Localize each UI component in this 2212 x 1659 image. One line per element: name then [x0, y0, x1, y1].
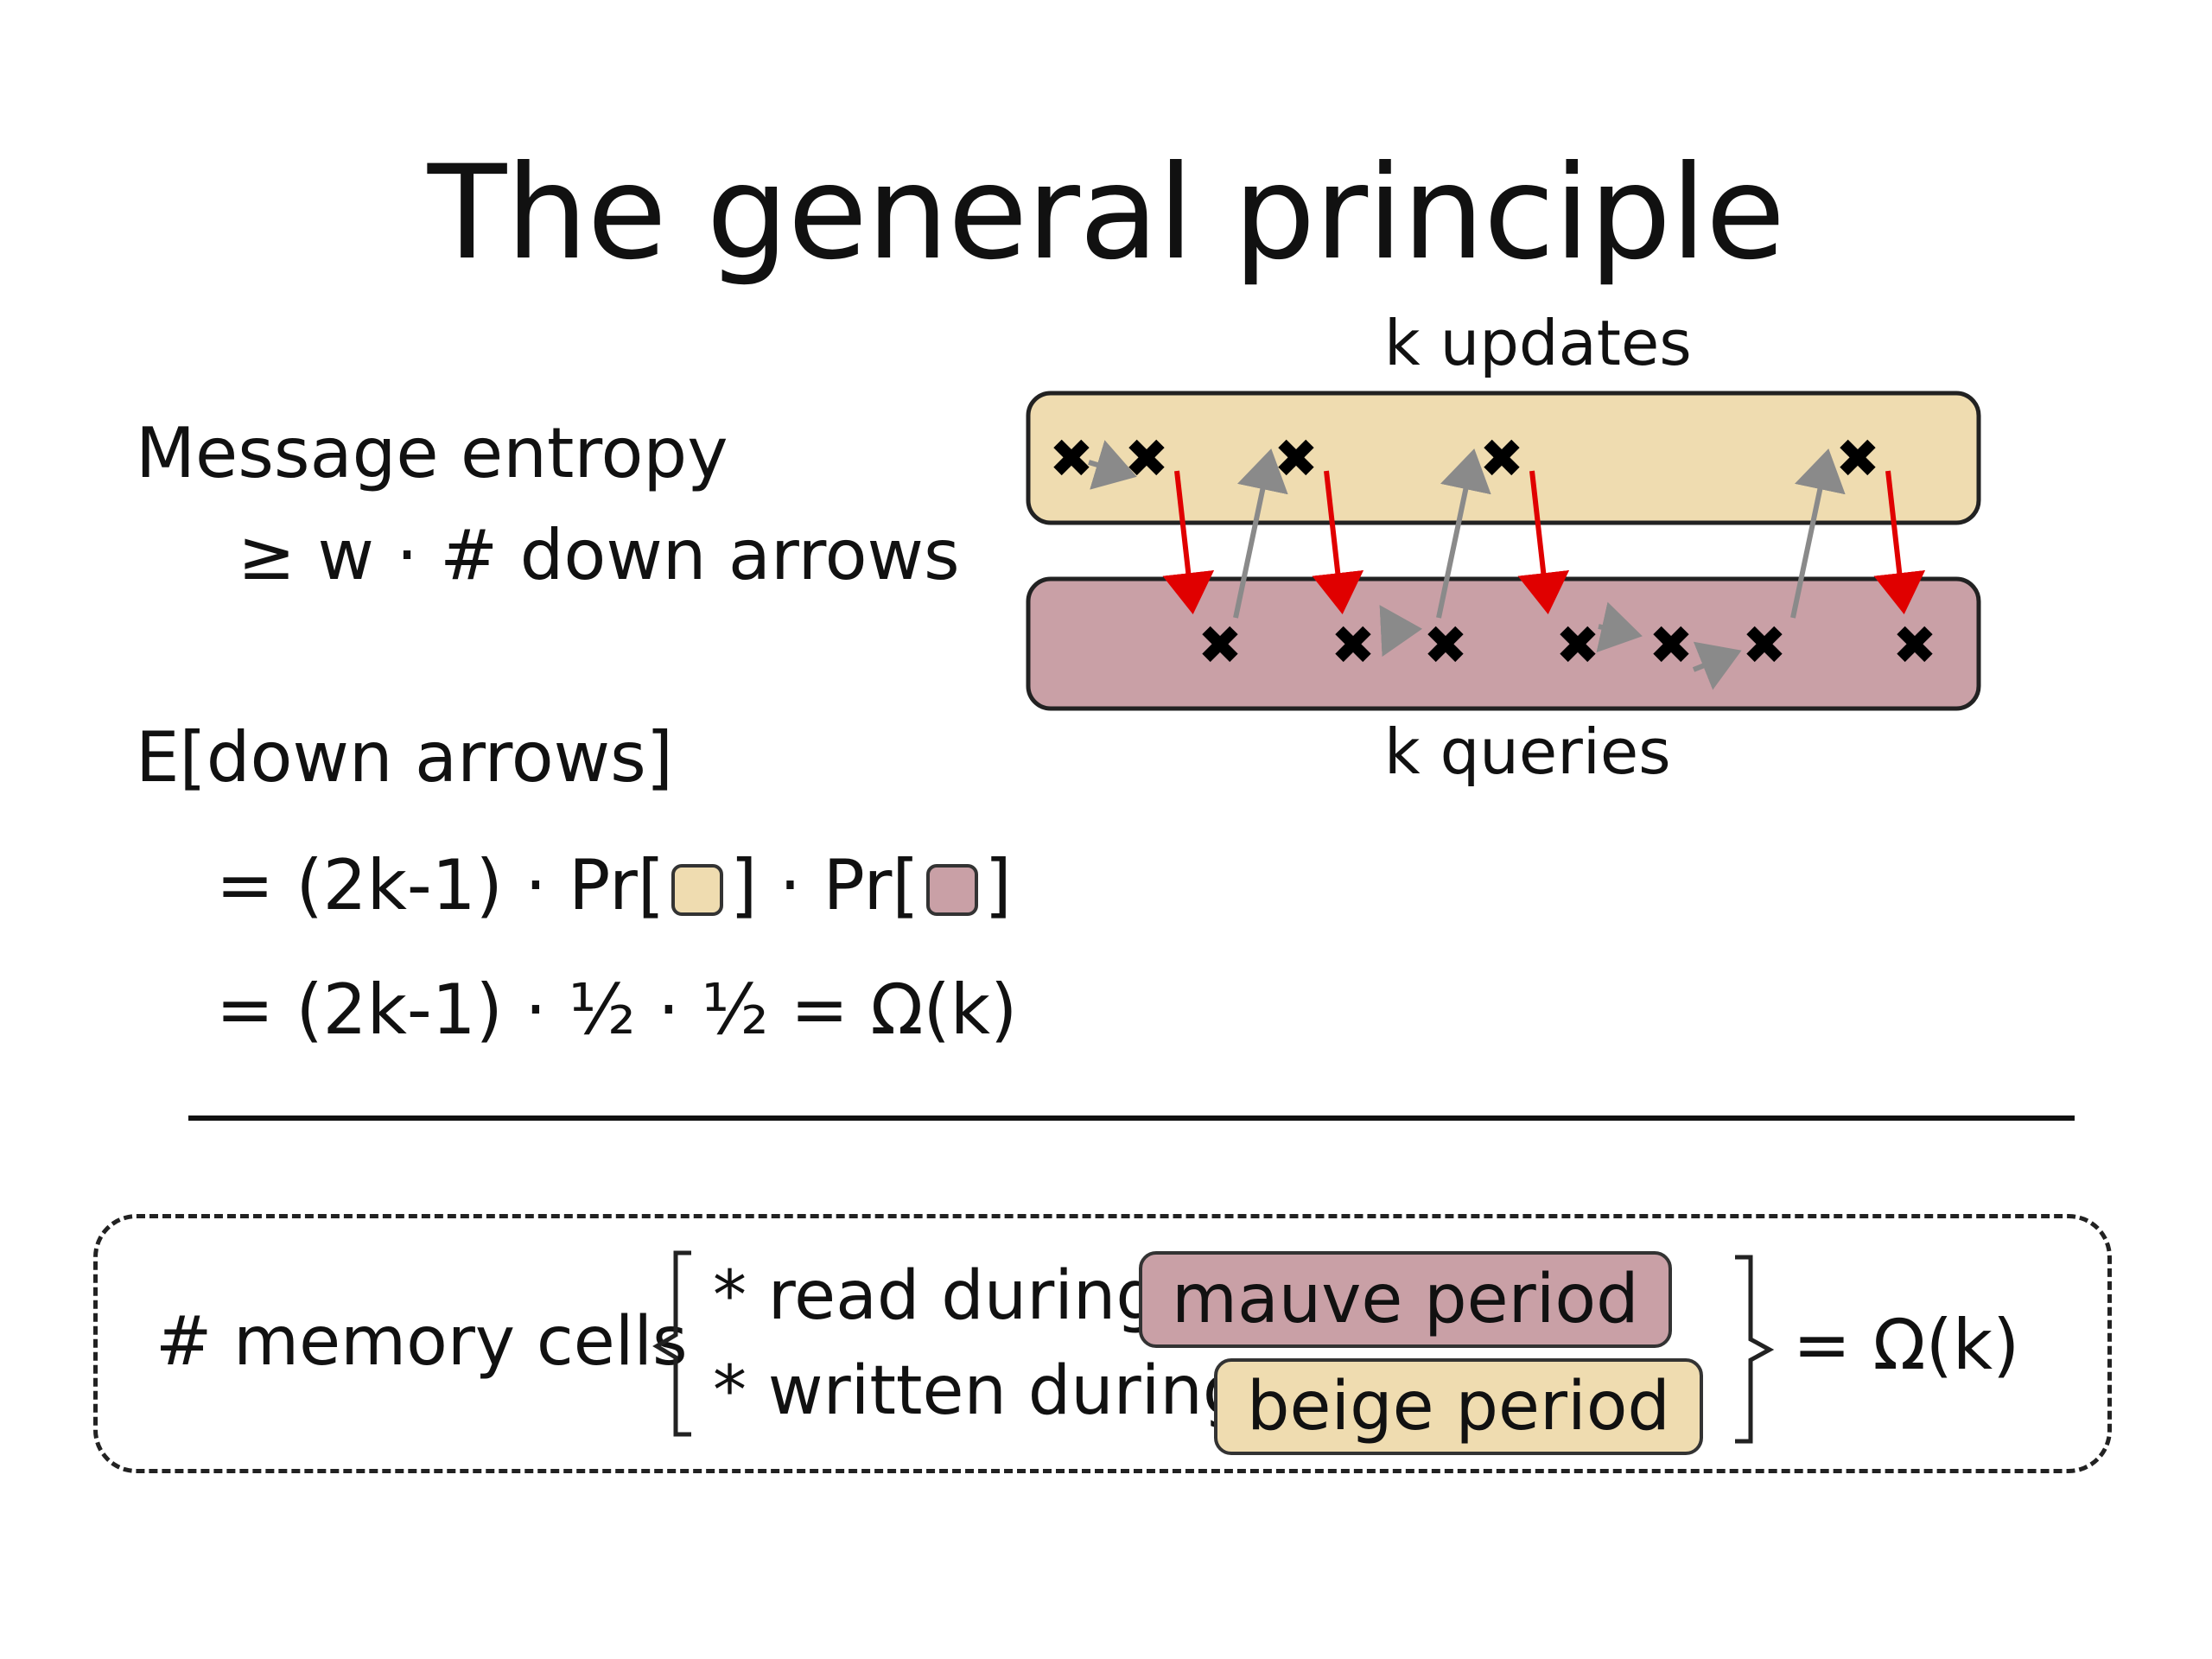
- eq1-mid: ] · Pr[: [730, 845, 919, 925]
- x-mark-icon: ✖: [1198, 613, 1243, 677]
- down-arrow: [1517, 470, 1570, 614]
- entropy-line-2: ≥ w · # down arrows: [238, 515, 960, 595]
- eq1-prefix: = (2k-1) · Pr[: [216, 845, 665, 925]
- memory-cells-box: [93, 1214, 2112, 1473]
- x-mark-icon: ✖: [1124, 427, 1169, 490]
- x-mark-icon: ✖: [1649, 613, 1694, 677]
- mauve-period-pill: mauve period: [1139, 1251, 1672, 1348]
- gray-arrow: [1088, 440, 1137, 490]
- divider-line: [188, 1116, 2075, 1121]
- x-mark-icon: ✖: [1479, 427, 1524, 490]
- written-during-item: * written during: [713, 1352, 1245, 1430]
- gray-arrow: [1233, 448, 1288, 619]
- gray-arrow: [1692, 641, 1742, 690]
- memory-cells-label: # memory cells: [156, 1303, 688, 1381]
- diagram-top-label: k updates: [1384, 307, 1692, 379]
- read-during-text: * read during: [713, 1257, 1159, 1335]
- left-brace: [652, 1250, 691, 1437]
- down-arrow: [1162, 470, 1215, 614]
- expectation-heading: E[down arrows]: [136, 717, 673, 798]
- gray-arrow: [1790, 448, 1846, 619]
- read-during-item: * read during: [713, 1257, 1159, 1335]
- equation-line-1: = (2k-1) · Pr[ ] · Pr[]: [216, 845, 1012, 925]
- gray-arrow: [1436, 448, 1491, 619]
- mauve-swatch-icon: [925, 864, 978, 917]
- x-mark-icon: ✖: [1274, 427, 1319, 490]
- x-mark-icon: ✖: [1423, 613, 1468, 677]
- x-mark-icon: ✖: [1892, 613, 1937, 677]
- entropy-line-1: Message entropy: [136, 413, 728, 493]
- right-brace: [1735, 1255, 1775, 1444]
- x-mark-icon: ✖: [1331, 613, 1376, 677]
- x-mark-icon: ✖: [1049, 427, 1094, 490]
- down-arrow: [1312, 470, 1364, 614]
- eq1-suffix: ]: [984, 845, 1012, 925]
- x-mark-icon: ✖: [1835, 427, 1880, 490]
- gray-arrow: [1596, 601, 1643, 653]
- down-arrow: [1873, 470, 1926, 614]
- x-mark-icon: ✖: [1555, 613, 1600, 677]
- written-during-text: * written during: [713, 1352, 1246, 1430]
- omega-result: = Ω(k): [1793, 1305, 2020, 1385]
- gray-arrow: [1379, 605, 1422, 658]
- slide-title: The general principle: [427, 138, 1785, 289]
- beige-swatch-icon: [671, 864, 724, 917]
- x-mark-icon: ✖: [1742, 613, 1787, 677]
- beige-period-pill: beige period: [1214, 1358, 1703, 1455]
- diagram-bottom-label: k queries: [1384, 715, 1671, 788]
- equation-line-2: = (2k-1) · ½ · ½ = Ω(k): [216, 969, 1018, 1050]
